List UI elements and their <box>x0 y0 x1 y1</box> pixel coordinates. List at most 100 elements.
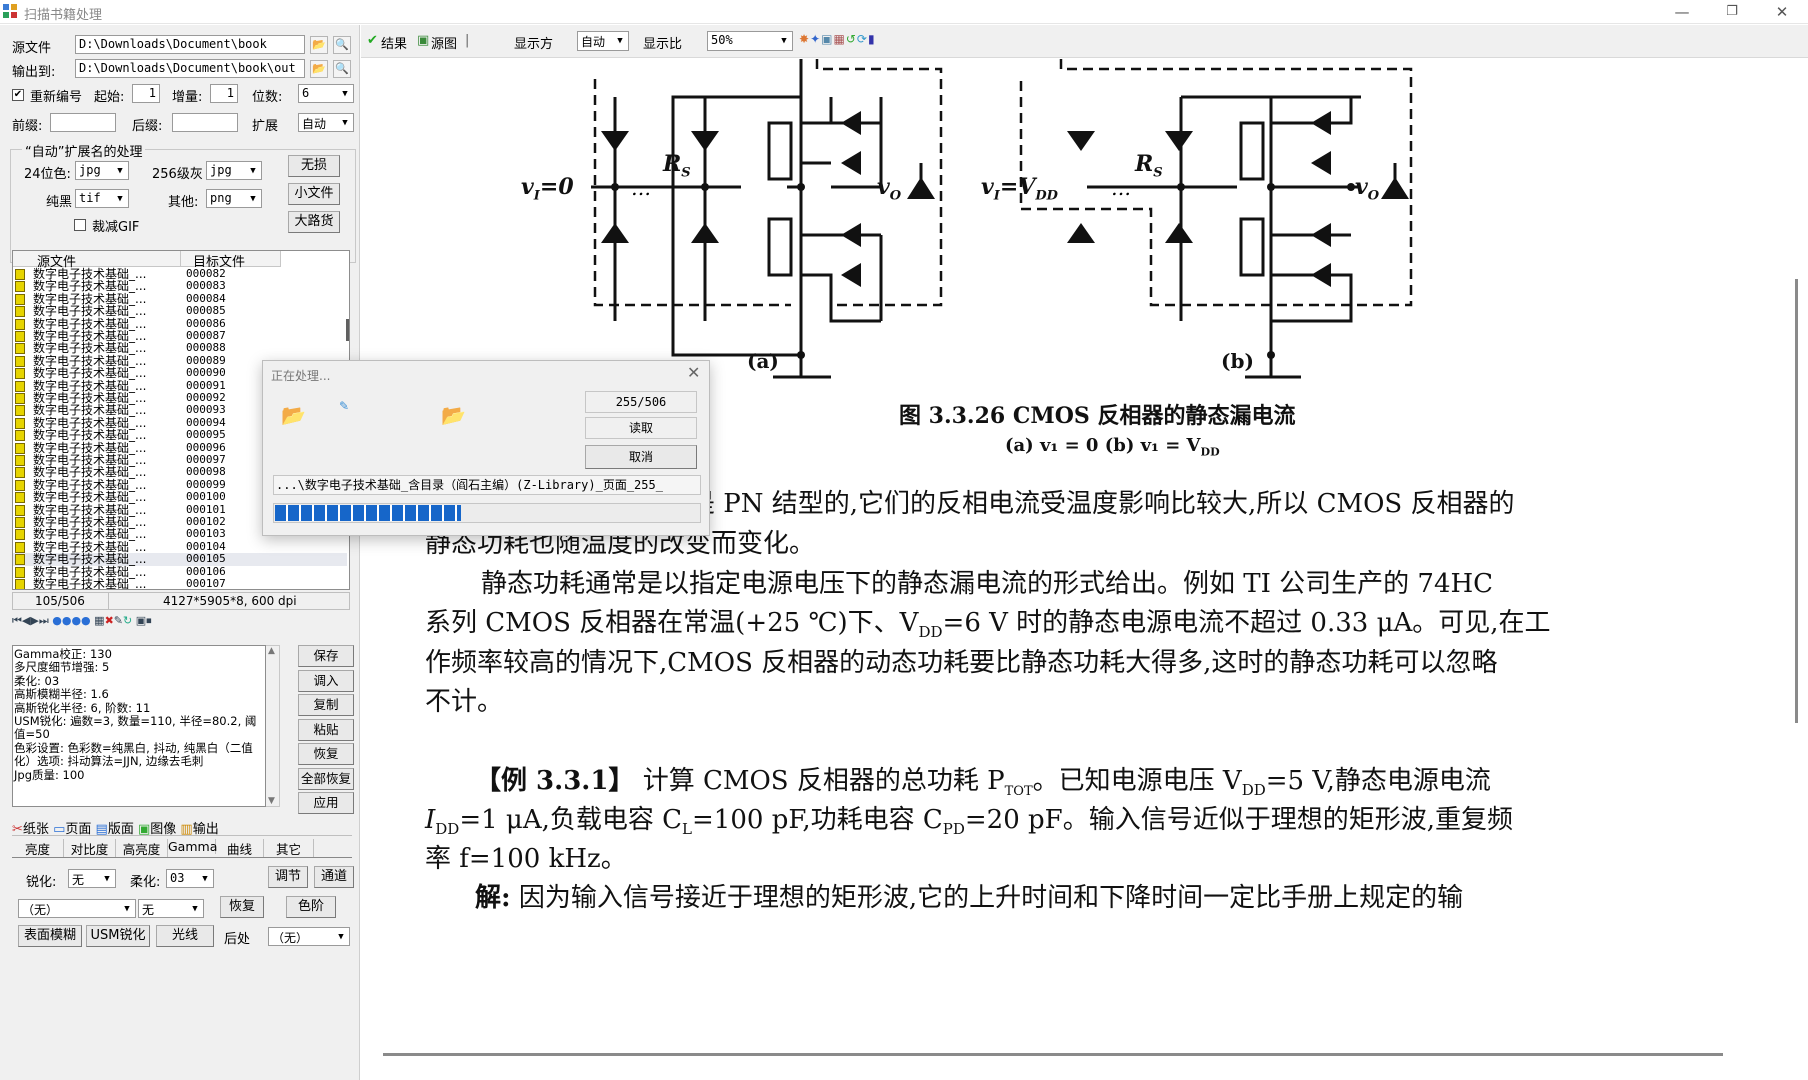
zoom-out-icon[interactable]: ✦ <box>810 32 822 46</box>
page-preview[interactable]: … … vI=0 RS vO (a) vI=VDD RS vO (b) 图 3.… <box>361 59 1808 1080</box>
list-item[interactable]: 数字电子技术基础_...000090 <box>13 366 347 380</box>
output-path-input[interactable]: D:\Downloads\Document\book\out <box>75 59 305 78</box>
grid-icon[interactable]: ▦ <box>833 32 846 46</box>
column-header-source[interactable]: 源文件 <box>13 251 181 270</box>
lossless-button[interactable]: 无损 <box>288 155 340 177</box>
tab-other[interactable]: 其它 <box>264 839 314 858</box>
list-item[interactable]: 数字电子技术基础_...000086 <box>13 317 347 331</box>
save-icon[interactable]: ▣ <box>135 614 147 627</box>
result-tab[interactable]: 结果 <box>381 37 408 52</box>
edit-icon[interactable]: ✎ <box>113 614 123 627</box>
crop-gif-checkbox[interactable] <box>74 219 86 231</box>
minimize-button[interactable]: — <box>1674 3 1690 21</box>
tab-curve[interactable]: 曲线 <box>216 839 264 858</box>
tab-brightness[interactable]: 亮度 <box>12 839 64 858</box>
color24-select[interactable]: jpg▼ <box>75 161 129 180</box>
sharpen-select[interactable]: 无▼ <box>68 869 116 888</box>
filter-select-2[interactable]: 无▼ <box>138 899 204 918</box>
column-header-target[interactable]: 目标文件 <box>181 251 281 270</box>
lighting-button[interactable]: 光线 <box>156 925 214 947</box>
prev-page-icon[interactable]: ◀ <box>21 614 31 627</box>
paste-button[interactable]: 粘贴 <box>298 718 354 741</box>
delete-icon[interactable]: ✖ <box>104 614 114 627</box>
vertical-scrollbar[interactable] <box>1776 59 1808 1059</box>
tab-contrast[interactable]: 对比度 <box>64 839 116 858</box>
folder-open-icon[interactable]: 📂 <box>310 60 328 78</box>
list-item[interactable]: 数字电子技术基础_...000087 <box>13 329 347 343</box>
close-icon[interactable]: ✕ <box>687 363 701 382</box>
list-item[interactable]: 数字电子技术基础_...000095 <box>13 428 347 442</box>
search-icon[interactable]: 🔍 <box>333 36 351 54</box>
tab-page[interactable]: ▭页面 <box>53 822 92 837</box>
list-item[interactable]: 数字电子技术基础_...000104 <box>13 540 347 554</box>
list-item[interactable]: 数字电子技术基础_...000092 <box>13 391 347 405</box>
other-select[interactable]: png▼ <box>206 189 262 208</box>
channel-button[interactable]: 通道 <box>314 866 354 888</box>
list-item[interactable]: 数字电子技术基础_...000101 <box>13 503 347 517</box>
list-item[interactable]: 数字电子技术基础_...000082 <box>13 267 347 281</box>
display-ratio-select[interactable]: 50%▼ <box>707 31 793 51</box>
digits-select[interactable]: 6▼ <box>298 84 354 103</box>
play-icon[interactable]: ▶ <box>30 614 39 627</box>
small-file-button[interactable]: 小文件 <box>288 183 340 205</box>
tab-paper[interactable]: ✂纸张 <box>12 822 49 837</box>
prefix-input[interactable] <box>50 113 116 132</box>
load-button[interactable]: 调入 <box>298 669 354 692</box>
stop-icon[interactable]: ⏹ <box>146 614 152 627</box>
list-scrollbar-thumb[interactable] <box>346 319 349 341</box>
start-input[interactable]: 1 <box>132 84 160 103</box>
source-path-input[interactable]: D:\Downloads\Document\book <box>75 35 305 54</box>
restore-filter-button[interactable]: 恢复 <box>220 896 264 918</box>
levels-button[interactable]: 色阶 <box>286 896 336 918</box>
list-item[interactable]: 数字电子技术基础_...000102 <box>13 515 347 529</box>
filter-select-1[interactable]: （无）▼ <box>18 899 136 918</box>
list-item[interactable]: 数字电子技术基础_...000084 <box>13 292 347 306</box>
list-item[interactable]: 数字电子技术基础_...000093 <box>13 403 347 417</box>
list-item[interactable]: 数字电子技术基础_...000098 <box>13 465 347 479</box>
usm-sharpen-button[interactable]: USM锐化 <box>86 925 150 947</box>
save-button[interactable]: 保存 <box>298 645 354 667</box>
horizontal-scrollbar[interactable] <box>361 1046 1775 1062</box>
post-process-select[interactable]: （无）▼ <box>268 927 350 946</box>
list-item[interactable]: 数字电子技术基础_...000085 <box>13 304 347 318</box>
tab-image[interactable]: ▣图像 <box>137 822 177 837</box>
suffix-input[interactable] <box>172 113 238 132</box>
first-page-icon[interactable]: ⏮ <box>12 614 22 627</box>
surface-blur-button[interactable]: 表面模糊 <box>18 925 82 947</box>
restore-button[interactable]: 恢复 <box>298 743 354 765</box>
list-item[interactable]: 数字电子技术基础_...000099 <box>13 478 347 492</box>
bw-select[interactable]: tif▼ <box>75 189 129 208</box>
next-page-icon[interactable]: ⏭ <box>38 614 49 627</box>
folder-open-icon[interactable]: 📂 <box>310 36 328 54</box>
list-item[interactable]: 数字电子技术基础_...000088 <box>13 341 347 355</box>
vertical-scroll-thumb[interactable] <box>1795 279 1798 723</box>
params-scrollbar[interactable]: ▲ ▼ <box>266 645 280 807</box>
maximize-button[interactable]: ❐ <box>1726 4 1738 19</box>
list-item[interactable]: 数字电子技术基础_...000100 <box>13 490 347 504</box>
list-item[interactable]: 数字电子技术基础_...000089 <box>13 354 347 368</box>
tab-layout[interactable]: ▤版面 <box>95 822 134 837</box>
list-item[interactable]: 数字电子技术基础_...000083 <box>13 279 347 293</box>
display-mode-select[interactable]: 自动▼ <box>577 31 629 51</box>
cancel-button[interactable]: 取消 <box>585 445 697 469</box>
list-item[interactable]: 数字电子技术基础_...000106 <box>13 565 347 579</box>
common-button[interactable]: 大路货 <box>288 211 340 233</box>
grid-icon[interactable]: ▦ <box>94 614 105 627</box>
soften-select[interactable]: 03▼ <box>166 869 214 888</box>
search-icon[interactable]: 🔍 <box>333 60 351 78</box>
increment-input[interactable]: 1 <box>210 84 238 103</box>
apply-button[interactable]: 应用 <box>298 792 354 814</box>
list-item[interactable]: 数字电子技术基础_...000094 <box>13 416 347 430</box>
refresh-icon[interactable]: ⟳ <box>856 32 868 46</box>
source-image-tab[interactable]: 源图 <box>431 37 458 52</box>
list-item[interactable]: 数字电子技术基础_...000107 <box>13 577 347 589</box>
list-item[interactable]: 数字电子技术基础_...000103 <box>13 527 347 541</box>
list-item[interactable]: 数字电子技术基础_...000091 <box>13 379 347 393</box>
fit-icon[interactable]: ▣ <box>821 32 834 46</box>
restore-all-button[interactable]: 全部恢复 <box>298 767 354 790</box>
params-textarea[interactable]: Gamma校正: 130 多尺度细节增强: 5 柔化: 03 高斯模糊半径: 1… <box>12 645 266 807</box>
tab-gamma[interactable]: Gamma <box>168 839 218 854</box>
settings-icon[interactable]: ▮ <box>867 32 876 46</box>
adjust-button[interactable]: 调节 <box>268 866 308 888</box>
tab-output[interactable]: ▥输出 <box>180 822 219 837</box>
